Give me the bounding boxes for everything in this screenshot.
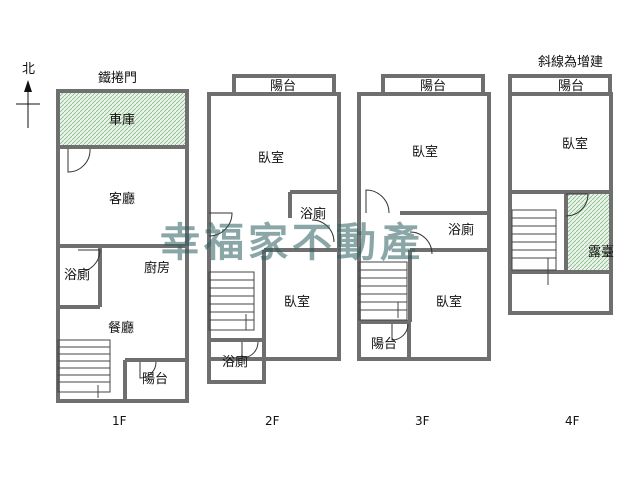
floor-2f-outline bbox=[207, 92, 341, 361]
compass-arrowhead-icon bbox=[24, 80, 32, 92]
floor-4f: 陽台 臥室 露臺 4F bbox=[508, 74, 614, 428]
compass: 北 bbox=[16, 62, 40, 128]
room-1f-living: 客廳 bbox=[109, 191, 135, 207]
floor-3f: 陽台 臥室 浴廁 臥室 陽台 3F bbox=[357, 74, 491, 428]
floor-2f-header: 陽台 bbox=[270, 79, 296, 94]
floor-4f-header: 陽台 bbox=[558, 79, 584, 94]
room-1f-dining: 餐廳 bbox=[108, 320, 134, 336]
watermark-text: 幸福家不動產 bbox=[160, 220, 424, 266]
floor-4f-label: 4F bbox=[565, 414, 580, 428]
room-3f-bedroom-1: 臥室 bbox=[412, 144, 438, 160]
addition-note: 斜線為增建 bbox=[538, 54, 603, 70]
floor-1f-header: 鐵捲門 bbox=[98, 70, 137, 86]
room-4f-terrace: 露臺 bbox=[588, 245, 614, 260]
floor-2f-label: 2F bbox=[265, 414, 280, 428]
floor-4f-stairs bbox=[511, 209, 557, 285]
room-2f-bedroom-2: 臥室 bbox=[284, 294, 310, 310]
floor-3f-label: 3F bbox=[415, 414, 430, 428]
floor-3f-stairs bbox=[358, 261, 408, 321]
floor-2f-stairs bbox=[208, 271, 255, 331]
floor-1f-garage-hatch bbox=[60, 93, 185, 147]
room-1f-balcony: 陽台 bbox=[142, 372, 168, 387]
compass-north-label: 北 bbox=[22, 62, 35, 77]
floor-4f-terrace-hatch bbox=[568, 194, 609, 270]
floor-1f: 鐵捲門 車庫 客廳 浴廁 廚房 餐廳 陽台 1F bbox=[56, 70, 189, 428]
floor-1f-stairs bbox=[57, 339, 111, 398]
room-1f-kitchen: 廚房 bbox=[144, 260, 170, 276]
floor-2f: 陽台 臥室 浴廁 臥室 浴廁 2F bbox=[207, 74, 341, 428]
room-2f-bath-2: 浴廁 bbox=[222, 354, 248, 370]
room-3f-balcony: 陽台 bbox=[371, 337, 397, 352]
floor-4f-outline bbox=[508, 92, 613, 315]
room-2f-bath-1: 浴廁 bbox=[300, 206, 326, 222]
room-1f-garage: 車庫 bbox=[109, 113, 135, 128]
room-2f-bedroom-1: 臥室 bbox=[258, 150, 284, 166]
floor-3f-header: 陽台 bbox=[420, 79, 446, 94]
floor-3f-outline bbox=[357, 92, 491, 361]
floor-1f-label: 1F bbox=[112, 414, 127, 428]
room-3f-bath: 浴廁 bbox=[448, 222, 474, 238]
room-4f-bedroom: 臥室 bbox=[562, 136, 588, 152]
room-1f-bath: 浴廁 bbox=[64, 267, 90, 283]
room-3f-bedroom-2: 臥室 bbox=[436, 294, 462, 310]
